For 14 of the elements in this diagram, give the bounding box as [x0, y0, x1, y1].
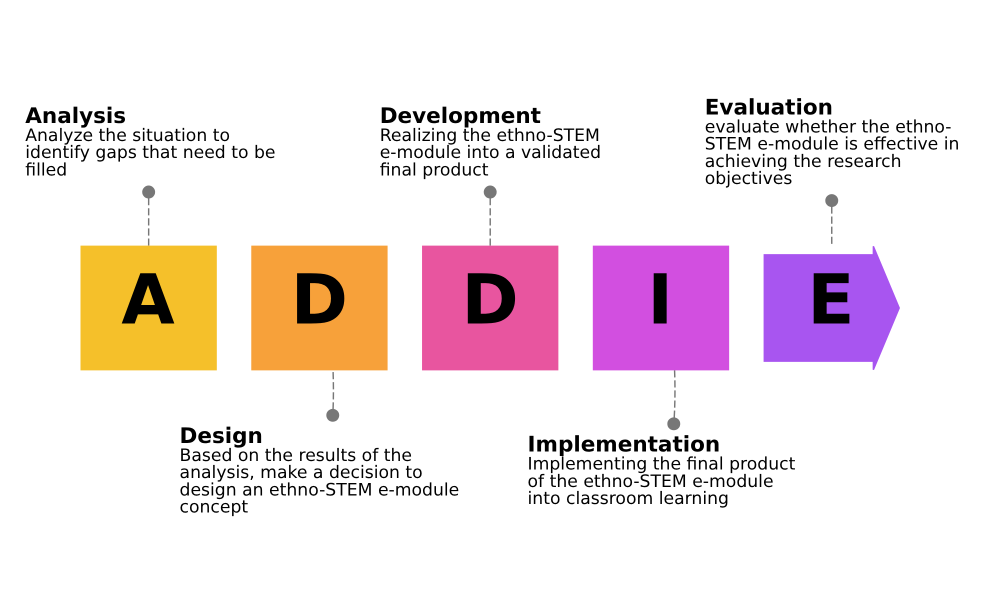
connector — [326, 369, 340, 422]
node-box: A — [80, 245, 217, 370]
node-text: Design Based on the results of the analysis, make a decision to design an ethno-STEM e-module concept — [180, 423, 460, 518]
node-text: Implementation Implementing the final product of the ethno-STEM e-module into classroom learning — [528, 432, 796, 509]
node-box: D — [251, 245, 388, 370]
node-box: I — [592, 245, 730, 370]
connector — [667, 369, 680, 430]
connector — [142, 185, 156, 246]
node-text: Analysis Analyze the situation to identify gaps that need to be filled — [25, 103, 276, 180]
node-text: Development Realizing the ethno-STEM e-module into a validated final product — [380, 103, 602, 180]
connector — [484, 185, 497, 246]
node-box: D — [422, 245, 558, 370]
connector — [825, 194, 838, 246]
node-text: Evaluation evaluate whether the ethno-STEM e-module is effective in achieving the research objectives — [704, 94, 960, 189]
